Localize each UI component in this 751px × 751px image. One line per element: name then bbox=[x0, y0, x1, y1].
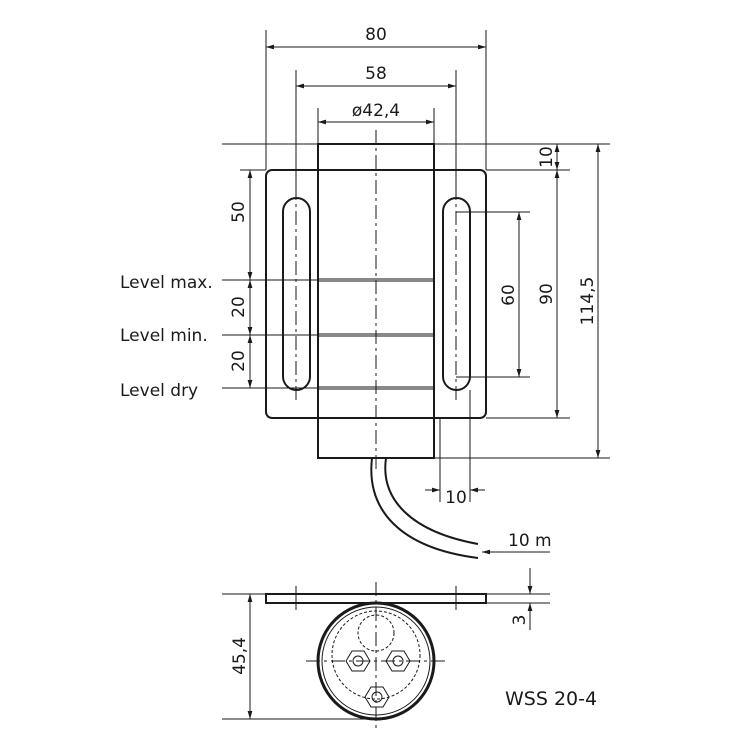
dim-114-5: 114,5 bbox=[578, 277, 598, 326]
cable bbox=[370, 457, 479, 559]
hex-nut-right bbox=[385, 650, 411, 672]
dim-45-4: 45,4 bbox=[230, 637, 250, 675]
sensor-body bbox=[317, 130, 435, 470]
hex-nut-left bbox=[345, 650, 371, 672]
dim-58: 58 bbox=[365, 64, 387, 84]
label-level-min: Level min. bbox=[120, 326, 208, 346]
dim-10-top: 10 bbox=[537, 146, 557, 168]
dim-50: 50 bbox=[229, 201, 249, 223]
dim-60: 60 bbox=[499, 284, 519, 306]
dim-20-a: 20 bbox=[229, 296, 249, 318]
dim-80: 80 bbox=[365, 25, 387, 45]
hex-nut-bottom bbox=[364, 686, 390, 708]
dim-diameter: ø42,4 bbox=[352, 101, 400, 121]
extension-lines bbox=[222, 30, 610, 502]
dim-20-b: 20 bbox=[229, 350, 249, 372]
label-level-max: Level max. bbox=[120, 273, 213, 293]
dimension-lines bbox=[247, 44, 601, 555]
model-label: WSS 20-4 bbox=[505, 688, 597, 710]
label-level-dry: Level dry bbox=[120, 381, 198, 401]
dim-3: 3 bbox=[510, 615, 530, 626]
dim-10-bottom: 10 bbox=[445, 488, 467, 508]
bottom-view bbox=[222, 568, 550, 728]
dim-cable-length: 10 m bbox=[508, 531, 552, 551]
dim-90: 90 bbox=[537, 283, 557, 305]
